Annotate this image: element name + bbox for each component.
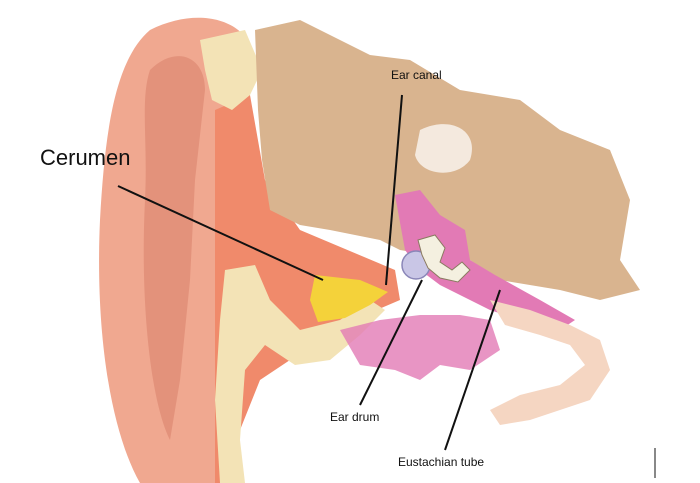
ear-canal-leader-line bbox=[385, 94, 403, 286]
cartilage-lower bbox=[215, 265, 385, 483]
cerumen-label: Cerumen bbox=[40, 145, 131, 170]
eustachian-tube-leader-line bbox=[444, 289, 501, 451]
cerumen-wax bbox=[310, 275, 388, 322]
cartilage-upper bbox=[200, 30, 262, 110]
eustachian-tube-label: Eustachian tube bbox=[398, 455, 485, 469]
ossicles bbox=[417, 234, 471, 283]
ear-canal-region bbox=[215, 95, 400, 483]
cerumen-leader-line bbox=[117, 185, 324, 281]
ear-drum-label: Ear drum bbox=[330, 410, 380, 424]
middle-ear-lower bbox=[340, 315, 500, 380]
eustachian-tube-shape bbox=[490, 300, 610, 425]
ear-canal-label: Ear canal bbox=[391, 68, 442, 82]
bone-notch bbox=[415, 124, 472, 173]
outer-ear-fold bbox=[143, 56, 205, 440]
ear-drum-leader-line bbox=[359, 279, 423, 406]
middle-ear-cavity bbox=[395, 190, 575, 330]
